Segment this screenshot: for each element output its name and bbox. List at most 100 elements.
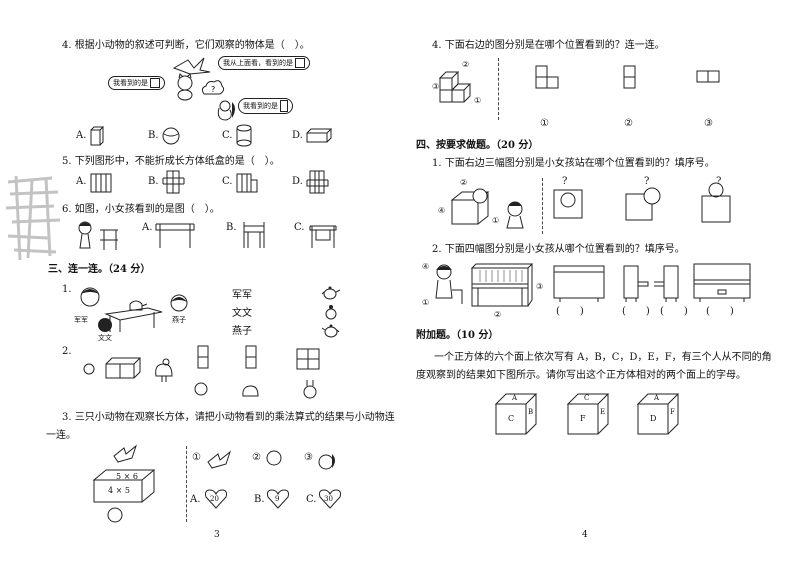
rabbit-icon[interactable] (300, 380, 320, 400)
piano-icon (470, 263, 534, 307)
blank-2[interactable]: ( ) (622, 306, 650, 317)
option-b-label: B. (148, 130, 159, 141)
view-front-icon[interactable] (296, 348, 322, 370)
item-1-label: 1. (62, 284, 72, 295)
cat-answer-icon[interactable] (264, 448, 284, 470)
option-c-label: C. (222, 176, 233, 187)
piano-side-view-icon[interactable] (620, 264, 650, 302)
teapot-view-3-icon[interactable] (321, 322, 340, 338)
bubble-text: 我看到的是 (243, 102, 278, 110)
page-number-right: 4 (582, 530, 588, 540)
net-d-icon[interactable] (306, 170, 330, 194)
speech-bubble-right: 我看到的是 (238, 98, 294, 114)
page-right: 4. 下面右边的图分别是在哪个位置看到的？连一连。 ② ③ ① ① ② ③ 四、… (400, 0, 800, 568)
cat-icon (177, 73, 193, 101)
ball-on-cube-icon (450, 188, 490, 225)
name-junjun[interactable]: 军军 (232, 290, 252, 301)
option-a-label: A. (142, 222, 153, 233)
item-2-label: 2. (62, 346, 72, 357)
question-6-text: 6. 如图，小女孩看到的是图（ ）。 (62, 204, 220, 215)
net-b-icon[interactable] (162, 170, 186, 194)
answer-b-value: 9 (275, 495, 280, 503)
view-side-icon[interactable] (244, 344, 260, 372)
cube-3-front: D (650, 414, 657, 423)
answer-slot-3[interactable]: ③ (704, 118, 713, 129)
view-ball-front-icon[interactable] (700, 182, 736, 224)
bird-answer-icon[interactable] (206, 450, 232, 470)
view-ball-top-icon[interactable] (552, 188, 588, 220)
mark-1: ① (422, 298, 430, 307)
heart-icon[interactable]: 9 (266, 488, 290, 510)
section-4-q1-text: 1. 下面右边三幅图分别是小女孩站在哪个位置看到的？填序号。 (432, 158, 715, 169)
kid-label-junjun: 军军 (74, 316, 88, 324)
answer-slot-1[interactable]: ① (540, 118, 549, 129)
view-l-shape-icon[interactable] (534, 64, 560, 90)
question-3-line-1: 3. 三只小动物在观察长方体，请把小动物看到的乘法算式的结果与小动物连 (62, 412, 395, 423)
bubble-text: 我从上面看，看到的是 (223, 59, 293, 67)
girl-icon (170, 294, 188, 312)
squirrel-answer-icon[interactable] (316, 450, 338, 472)
mark-4: ④ (438, 206, 446, 215)
piano-back-view-icon[interactable] (552, 264, 606, 302)
name-yanzi[interactable]: 燕子 (232, 326, 252, 337)
teapot-view-1-icon[interactable] (321, 284, 341, 300)
view-tall-icon[interactable] (196, 344, 212, 372)
question-mark: ? (562, 176, 568, 187)
cube-2-side: E (600, 408, 606, 416)
table-view-c-icon[interactable] (308, 220, 338, 250)
table-view-a-icon[interactable] (154, 220, 196, 250)
cube-view-2: C F E (566, 392, 610, 436)
cube-stack-icon (438, 71, 472, 103)
squirrel-small-icon[interactable] (194, 380, 210, 398)
bird-top-icon (113, 444, 138, 463)
mark-3: ③ (536, 282, 544, 291)
blank-4[interactable]: ( ) (706, 306, 734, 317)
circled-2: ② (252, 452, 261, 463)
option-c-label: C. (294, 222, 305, 233)
heart-icon[interactable]: 30 (318, 488, 342, 510)
question-mark: ? (716, 176, 722, 187)
teapot-view-2-icon[interactable] (324, 304, 338, 320)
section-4-q2-text: 2. 下面四幅图分别是小女孩从哪个位置看到的？填序号。 (432, 244, 685, 255)
view-column-icon[interactable] (622, 64, 638, 90)
option-b-label: B. (226, 222, 237, 233)
cat-bottom-icon (107, 507, 123, 523)
speech-bubble-top: 我从上面看，看到的是 (218, 56, 311, 70)
cube-3-side: F (670, 408, 675, 416)
net-c-icon[interactable] (236, 172, 258, 194)
girl-observer-icon (506, 201, 524, 229)
heart-icon[interactable]: 20 (204, 488, 228, 510)
name-wenwen[interactable]: 文文 (232, 308, 252, 319)
rooster-small-icon[interactable] (240, 380, 262, 402)
piano-front-view-icon[interactable] (692, 262, 752, 302)
bubble-text: 我看到的是 (113, 79, 148, 87)
cylinder-icon[interactable] (236, 124, 254, 148)
right-question-4-text: 4. 下面右边的图分别是在哪个位置看到的？连一连。 (432, 40, 665, 51)
bonus-title: 附加题。（10 分） (416, 330, 499, 341)
view-row-icon[interactable] (696, 70, 722, 84)
answer-a-letter: A. (190, 494, 201, 505)
blank-1[interactable]: ( ) (556, 306, 584, 317)
cube-1-side: B (528, 408, 534, 416)
option-a-label: A. (76, 176, 87, 187)
mark-2: ② (494, 310, 502, 319)
position-3: ③ (432, 82, 440, 91)
ball-icon[interactable] (162, 126, 182, 146)
girl-at-chair-icon (78, 221, 118, 250)
question-4-text: 4. 根据小动物的叙述可判断，它们观察的物体是（ ）。 (62, 40, 310, 51)
question-5-text: 5. 下列图形中，不能折成长方体纸盒的是（ ）。 (62, 156, 280, 167)
view-ball-side-icon[interactable] (624, 184, 668, 222)
box-front-face: 4 × 5 (108, 486, 130, 495)
cube-1-front: C (508, 414, 515, 423)
answer-slot-2[interactable]: ② (624, 118, 633, 129)
question-mark: ? (644, 176, 650, 187)
flat-cuboid-icon[interactable] (306, 128, 333, 144)
tall-cuboid-icon[interactable] (90, 126, 105, 146)
blank-3[interactable]: ( ) (660, 306, 688, 317)
table-view-b-icon[interactable] (240, 220, 270, 250)
net-a-icon[interactable] (90, 172, 112, 194)
piano-other-side-icon[interactable] (650, 264, 682, 302)
circled-1: ① (192, 452, 201, 463)
bird-icon (172, 57, 211, 75)
speech-bubble-left: 我看到的是 (108, 76, 166, 90)
